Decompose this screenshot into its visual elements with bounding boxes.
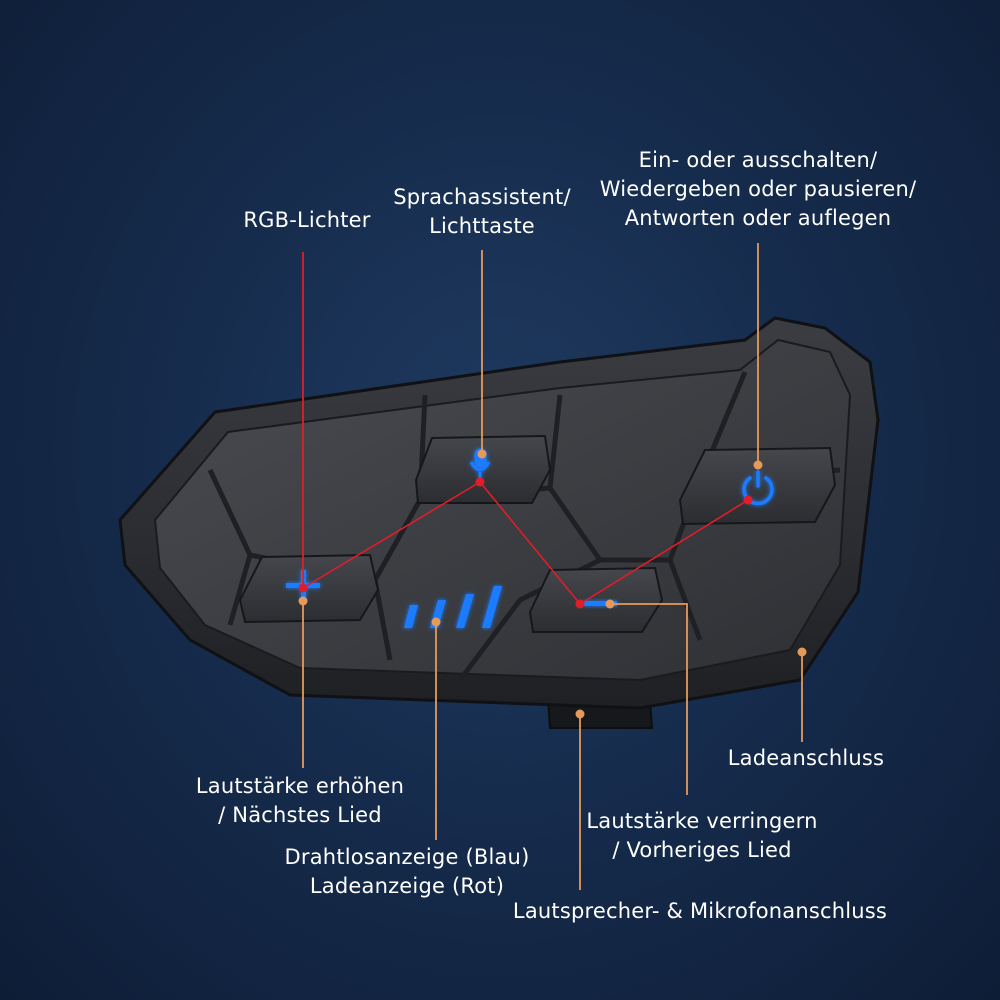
leader-lines <box>302 243 803 890</box>
voice-assistant-text-2: Lichttaste <box>429 214 535 238</box>
rgb-light-path <box>302 480 749 606</box>
volume-up-text-2: / Nächstes Lied <box>218 803 382 827</box>
power-text-1: Ein- oder ausschalten/ <box>638 148 878 172</box>
power-button[interactable] <box>678 446 837 526</box>
volume-up-button[interactable] <box>238 553 380 624</box>
voice-assistant-label: Sprachassistent/ Lichttaste <box>382 183 582 241</box>
indicator-label: Drahtlosanzeige (Blau) Ladeanzeige (Rot) <box>272 843 542 901</box>
volume-up-text-1: Lautstärke erhöhen <box>195 774 405 798</box>
power-icon <box>742 470 774 506</box>
speaker-port-label: Lautsprecher- & Mikrofonanschluss <box>500 897 900 926</box>
voice-assistant-text-1: Sprachassistent/ <box>393 185 571 209</box>
speaker-port-text: Lautsprecher- & Mikrofonanschluss <box>512 899 888 923</box>
leader-dots <box>298 449 807 719</box>
volume-down-text-1: Lautstärke verringern <box>586 809 818 833</box>
rgb-lights-text: RGB-Lichter <box>243 208 371 232</box>
rgb-lights-label: RGB-Lichter <box>232 206 382 235</box>
indicator-text-2: Ladeanzeige (Rot) <box>309 874 505 898</box>
minus-icon <box>583 601 617 606</box>
indicator-text-1: Drahtlosanzeige (Blau) <box>284 845 530 869</box>
intercom-device <box>118 316 880 729</box>
power-label: Ein- oder ausschalten/ Wiedergeben oder … <box>588 146 928 233</box>
charging-port-text: Ladeanschluss <box>727 746 885 770</box>
power-text-2: Wiedergeben oder pausieren/ <box>599 177 917 201</box>
rgb-light-points <box>298 477 753 609</box>
volume-down-button[interactable] <box>528 566 664 633</box>
volume-up-label: Lautstärke erhöhen / Nächstes Lied <box>180 772 420 830</box>
charging-port-label: Ladeanschluss <box>716 744 896 773</box>
power-text-3: Antworten oder auflegen <box>624 206 892 230</box>
volume-down-text-2: / Vorheriges Lied <box>612 838 792 862</box>
voice-assistant-button[interactable] <box>414 434 552 504</box>
volume-down-label: Lautstärke verringern / Vorheriges Lied <box>572 807 832 865</box>
